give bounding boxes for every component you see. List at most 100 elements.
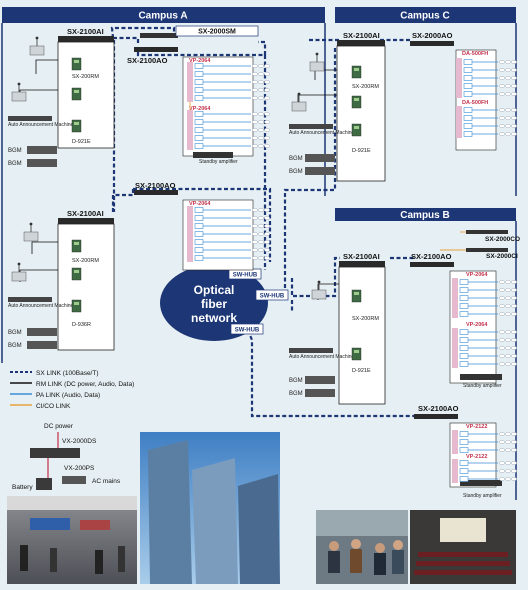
network-label-line2: fiber — [201, 297, 227, 311]
speaker-row-group — [456, 106, 517, 138]
speaker-icon — [505, 460, 511, 466]
vp-band — [452, 459, 458, 483]
module-card — [351, 347, 362, 361]
speaker-icon — [505, 75, 511, 81]
mic-stations — [11, 36, 327, 300]
device-label: VP-2122 — [466, 454, 487, 460]
amplifier-unit — [194, 247, 204, 253]
amplifier-unit — [194, 223, 204, 229]
speaker-icon — [252, 231, 258, 237]
vp-band — [187, 62, 193, 102]
module-card — [71, 87, 82, 101]
campus-a-left-equipment: Auto Announcement Machines BGM BGM Auto … — [8, 116, 76, 349]
speaker-icon — [258, 127, 264, 133]
vp-band — [456, 58, 462, 98]
speaker-icon — [264, 247, 270, 253]
device-label: SX-2000CO — [485, 236, 520, 243]
amplifier-unit — [459, 311, 469, 317]
device-label: D-921E — [72, 139, 91, 145]
ac-mains-label: AC mains — [92, 478, 121, 485]
device-label: Standby amplifier — [463, 493, 502, 499]
speaker-icon — [258, 255, 264, 261]
speaker-icon — [264, 63, 270, 69]
device-label: SX-200RM — [72, 74, 99, 80]
auto-announce-label: Auto Announcement Machines — [289, 130, 357, 136]
speaker-icon — [264, 135, 270, 141]
device-label: DA-500FH — [462, 51, 488, 57]
speaker-icon — [511, 476, 517, 482]
speaker-icon — [511, 67, 517, 73]
device-label: BGM — [289, 391, 303, 397]
amplifier-unit — [463, 59, 473, 65]
campus-b-sx2100ao-2: SX-2100AO — [414, 404, 459, 419]
speaker-icon — [264, 119, 270, 125]
campus-a-vp-block-2: VP-2064 — [182, 199, 254, 271]
speaker-icon — [252, 255, 258, 261]
speaker-icon — [511, 329, 517, 335]
vp-band — [452, 328, 458, 368]
amplifier-unit — [459, 353, 469, 359]
amplifier-unit — [459, 468, 469, 474]
campus-a-sx2000sm: SX-2000SM — [140, 25, 259, 38]
speaker-icon — [511, 468, 517, 474]
speaker-icon — [499, 59, 505, 65]
speaker-icon — [511, 311, 517, 317]
speaker-icon — [499, 115, 505, 121]
campus-c-sx2000ao: SX-2000AO — [410, 31, 454, 46]
amplifier-unit — [463, 123, 473, 129]
speaker-row-group — [452, 430, 517, 454]
speaker-icon — [511, 439, 517, 445]
speaker-icon — [258, 231, 264, 237]
pa-links — [203, 61, 498, 480]
device-label: SX-2000AO — [412, 31, 453, 40]
speaker-icon — [258, 95, 264, 101]
speaker-icon — [499, 345, 505, 351]
device-label: Standby amplifier — [463, 383, 502, 389]
speaker-row-group — [452, 278, 517, 318]
device-label: VX-200PS — [64, 465, 95, 472]
amplifier-unit — [194, 239, 204, 245]
campus-b-sx2100ao-1: SX-2100AO — [410, 252, 454, 267]
auto-announce-label: Auto Announcement Machines — [289, 354, 357, 360]
speaker-icon — [499, 107, 505, 113]
amplifier-unit — [459, 447, 469, 453]
amplifier-unit — [459, 345, 469, 351]
speaker-icon — [499, 303, 505, 309]
sw-hub-label-3: SW-HUB — [235, 328, 260, 334]
speaker-icon — [252, 79, 258, 85]
speaker-icon — [252, 239, 258, 245]
speaker-icon — [264, 95, 270, 101]
speaker-icon — [505, 67, 511, 73]
campus-b-sx2100ai: SX-2100AI SX-200RM D-921E — [338, 252, 386, 405]
device-label: SX-2000SM — [198, 29, 236, 36]
device-label: SX-2100AI — [343, 31, 380, 40]
device-label: SX-2000CI — [486, 253, 518, 260]
amplifier-unit — [194, 255, 204, 261]
amplifier-unit — [463, 83, 473, 89]
device-label: SX-2100AI — [343, 252, 380, 261]
speaker-icon — [505, 439, 511, 445]
mic-station-icon — [11, 262, 27, 282]
speaker-icon — [505, 91, 511, 97]
amplifier-unit — [459, 476, 469, 482]
amplifier-unit — [459, 295, 469, 301]
module-card — [351, 65, 362, 79]
device-label: SX-200RM — [352, 316, 379, 322]
device-label: SX-2100AO — [135, 181, 176, 190]
amplifier-unit — [463, 91, 473, 97]
mic-station-icon — [291, 92, 307, 112]
speaker-icon — [264, 223, 270, 229]
device-label: VP-2064 — [466, 272, 488, 278]
speaker-icon — [258, 143, 264, 149]
mic-station-icon — [311, 280, 327, 300]
module-card — [71, 119, 82, 133]
photo-airport — [7, 496, 137, 584]
campus-a-frame: Campus A — [1, 7, 326, 363]
speaker-icon — [258, 223, 264, 229]
vp-band — [456, 106, 462, 138]
amplifier-unit — [459, 439, 469, 445]
speaker-icon — [511, 447, 517, 453]
mic-station-icon — [309, 52, 325, 72]
speaker-icon — [505, 361, 511, 367]
module-card — [71, 299, 82, 313]
